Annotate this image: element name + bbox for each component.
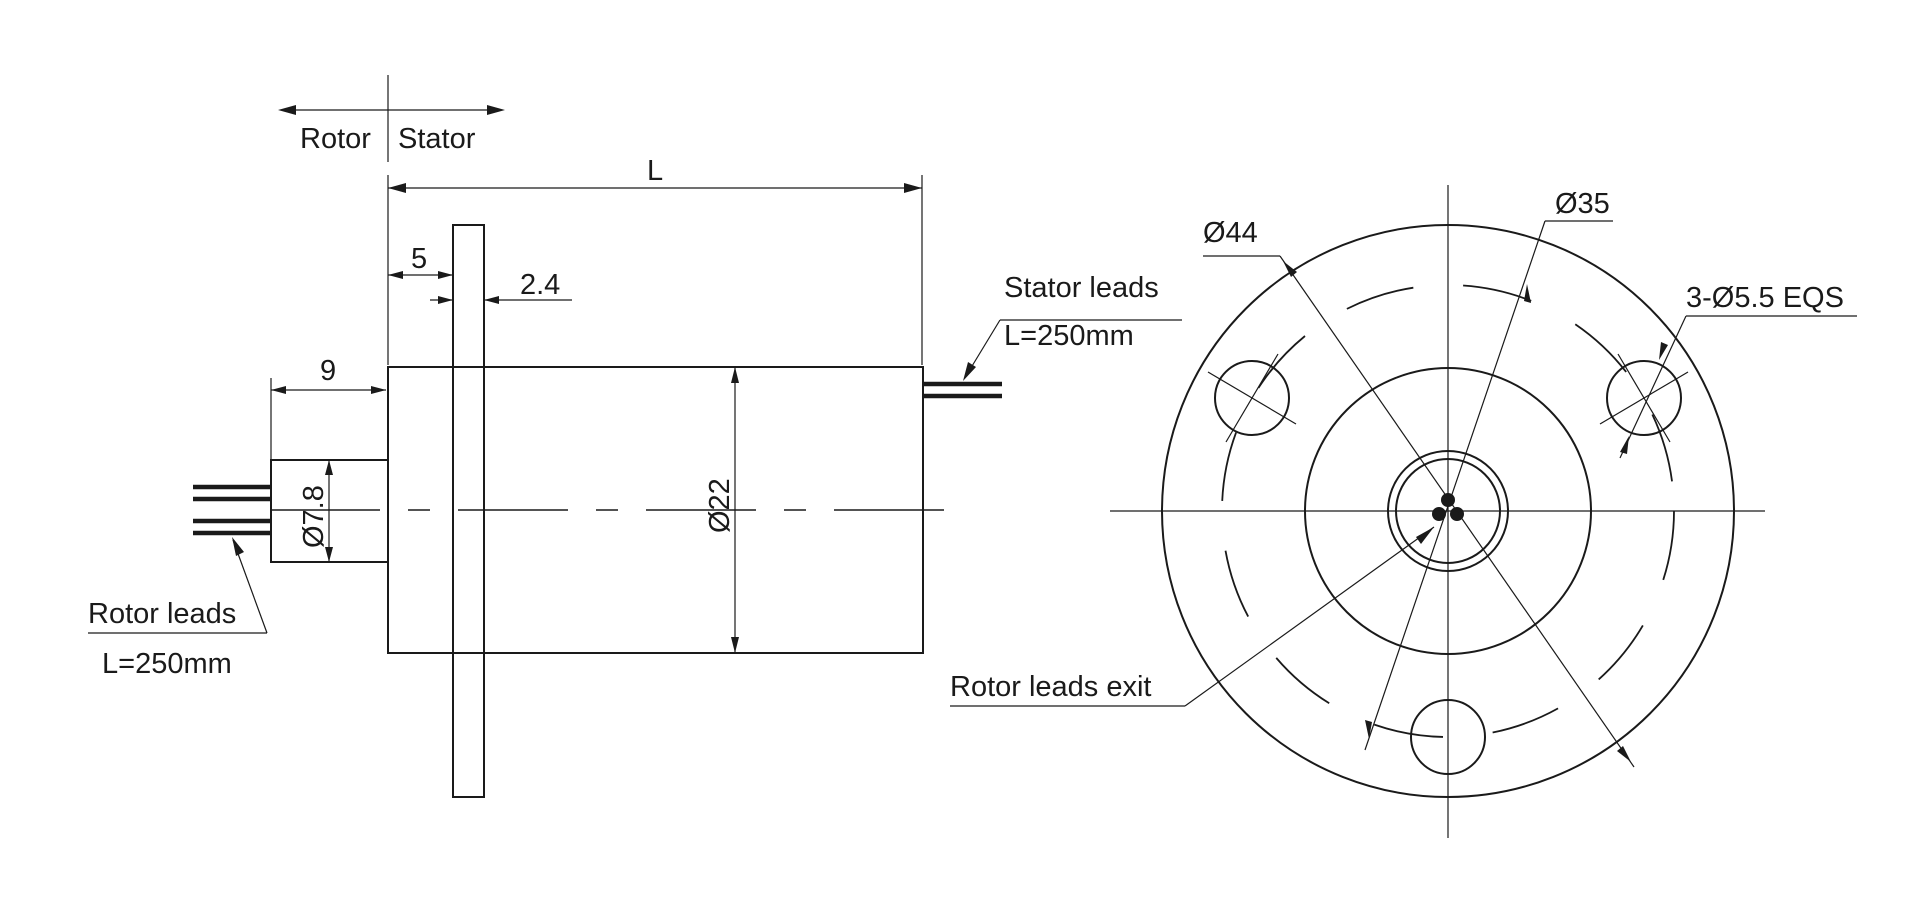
shaft-diameter-dimension: Ø7.8 xyxy=(298,460,333,562)
rotor-leads-label: Rotor leads xyxy=(88,598,236,630)
stator-leads: Stator leads L=250mm xyxy=(923,272,1182,399)
shaft-diameter-label: Ø7.8 xyxy=(298,485,330,548)
flange-offset-dimension: 5 xyxy=(388,243,453,279)
rotor-leads: Rotor leads L=250mm xyxy=(88,484,271,680)
rotor-label: Rotor xyxy=(300,123,371,155)
flange-thickness-label: 2.4 xyxy=(520,269,560,301)
stator-leads-label: Stator leads xyxy=(1004,272,1159,304)
shaft-inner-circle xyxy=(1395,458,1501,564)
rotor-exit-callout: Rotor leads exit xyxy=(950,526,1435,707)
outer-flange-circle xyxy=(1161,224,1735,798)
leader-arrow-icon xyxy=(1416,527,1434,544)
length-dimension: L xyxy=(387,155,923,365)
outer-diameter-dimension: Ø44 xyxy=(1203,217,1635,768)
mounting-hole xyxy=(1606,360,1682,436)
mounting-holes xyxy=(1207,353,1689,775)
stator-label: Stator xyxy=(398,123,476,155)
stator-leads-length: L=250mm xyxy=(1004,320,1134,352)
bolt-circle-label: Ø35 xyxy=(1555,188,1610,220)
bolt-circle-dimension: Ø35 xyxy=(1364,188,1613,751)
rotor-leads-length: L=250mm xyxy=(102,648,232,680)
body-diameter-dimension: Ø22 xyxy=(704,367,739,653)
leader-arrow-icon xyxy=(963,362,976,381)
holes-label: 3-Ø5.5 EQS xyxy=(1686,282,1844,314)
mounting-hole xyxy=(1214,360,1290,436)
mounting-hole xyxy=(1410,699,1486,775)
flange xyxy=(452,224,485,798)
holes-dimension: 3-Ø5.5 EQS xyxy=(1619,282,1857,459)
shaft-outer-circle xyxy=(1387,450,1509,572)
rotor-exit-label: Rotor leads exit xyxy=(950,671,1152,703)
outer-diameter-label: Ø44 xyxy=(1203,217,1258,249)
shaft-length-label: 9 xyxy=(320,355,336,387)
body-diameter-label: Ø22 xyxy=(704,478,736,533)
arrow-right-icon xyxy=(487,105,505,115)
shaft-length-dimension: 9 xyxy=(270,355,386,460)
bolt-circle xyxy=(1221,284,1675,738)
flange-thickness-dimension: 2.4 xyxy=(430,269,572,304)
front-view: Ø44 Ø35 3-Ø5.5 EQS Rotor leads exit xyxy=(950,185,1857,838)
flange-offset-label: 5 xyxy=(411,243,427,275)
rotor-stator-indicator: Rotor Stator xyxy=(278,75,505,162)
length-label: L xyxy=(647,155,663,187)
body-circle xyxy=(1304,367,1592,655)
arrow-left-icon xyxy=(278,105,296,115)
leader-arrow-icon xyxy=(232,537,244,556)
side-view: Rotor Stator L 5 xyxy=(88,75,1182,798)
